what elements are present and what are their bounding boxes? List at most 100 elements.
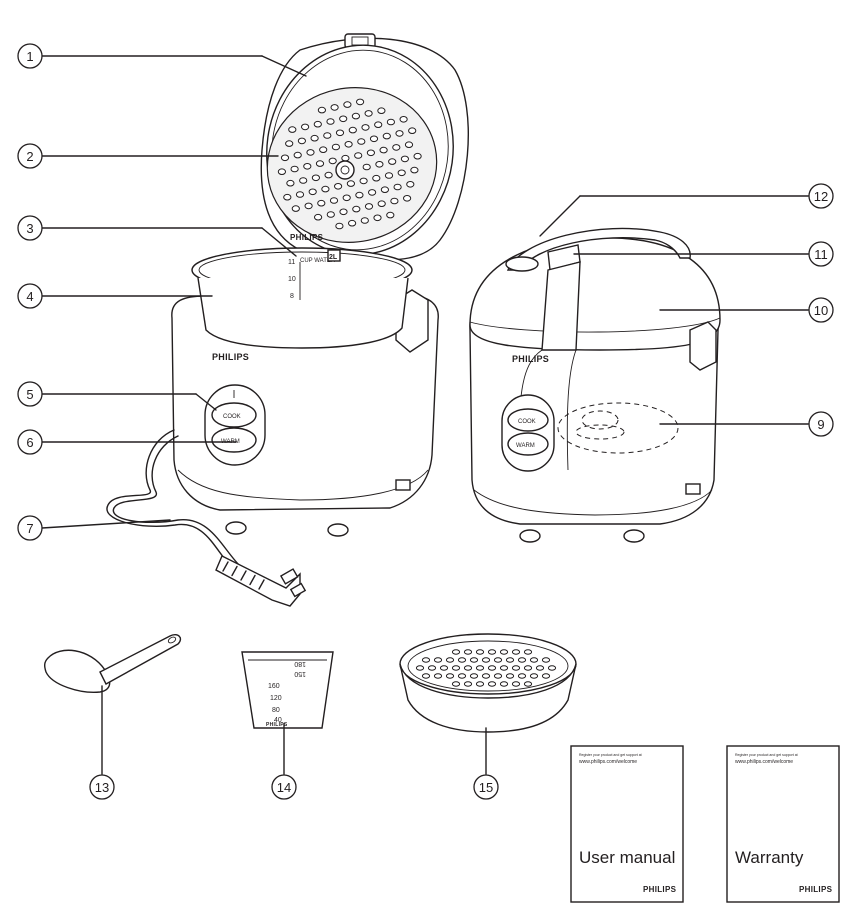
basket-hole	[481, 673, 491, 679]
callout-12-label: 12	[814, 189, 828, 204]
plug-grip-ridge	[249, 574, 256, 586]
outer-lid-rim	[469, 317, 721, 333]
basket-hole	[421, 673, 431, 679]
callout-12: 12	[808, 183, 834, 209]
basket-hole	[541, 657, 551, 663]
lid-hole	[335, 222, 344, 230]
pot-level-11: 11	[288, 259, 295, 266]
cup-body	[241, 651, 334, 729]
user-manual-booklet: Register your product and get support at…	[570, 745, 684, 903]
callout-11-label: 11	[814, 247, 828, 262]
lid-hole	[372, 174, 381, 182]
callout-3-label: 3	[26, 221, 33, 236]
plug-pin-2	[289, 582, 307, 598]
lid-hole	[395, 130, 404, 137]
callout-5: 5	[17, 381, 43, 407]
body-closed-base-line	[473, 489, 713, 516]
lid-hole	[301, 123, 310, 131]
basket-hole	[445, 657, 455, 663]
lid-hole	[280, 154, 290, 162]
warranty-cover	[726, 745, 840, 903]
cup-mark-40: 40	[274, 717, 282, 724]
pot-level-8: 8	[290, 293, 294, 300]
lid-hole	[373, 214, 382, 222]
lid-hole	[314, 213, 323, 221]
lid-hole	[323, 132, 332, 139]
warranty-url: www.philips.com/welcome	[735, 759, 793, 765]
basket-hole	[511, 649, 521, 655]
lid-hole	[384, 172, 394, 179]
basket-hole	[421, 657, 431, 663]
basket-hole	[505, 673, 515, 679]
lid-hole	[335, 129, 345, 137]
basket-hole	[475, 649, 485, 655]
callout-14-label: 14	[277, 780, 291, 795]
cook-button-closed[interactable]	[507, 408, 549, 432]
carry-handle[interactable]	[506, 227, 691, 271]
rice-spatula	[43, 634, 182, 693]
basket-hole	[481, 657, 491, 663]
lid-hole	[357, 138, 366, 145]
lid-hole	[364, 203, 374, 210]
lid-hole	[331, 143, 340, 151]
callout-10: 10	[808, 297, 834, 323]
basket-hole	[487, 649, 497, 655]
callout-13-label: 13	[95, 780, 109, 795]
lid-hole	[297, 137, 306, 145]
lid-hole	[386, 118, 395, 126]
lid-hole	[351, 112, 360, 120]
lid-hole	[362, 163, 371, 171]
lid-hole	[348, 126, 357, 134]
user-manual-tagline: Register your product and get support at	[579, 753, 642, 757]
lid-hole	[382, 132, 391, 140]
body-latch	[395, 479, 411, 491]
pot-level-10: 10	[288, 276, 296, 283]
capacity-badge-box	[327, 249, 341, 262]
inner-lid-holes	[277, 98, 422, 230]
body-handle-closed	[689, 321, 717, 371]
callout-11: 11	[808, 241, 834, 267]
lid-hole	[326, 211, 335, 218]
basket-hole	[523, 681, 533, 687]
lid-hole	[295, 191, 305, 198]
callout-3: 3	[17, 215, 43, 241]
callout-4-label: 4	[26, 289, 33, 304]
plug-grip-ridge	[240, 570, 247, 581]
lid-hole	[283, 193, 292, 201]
power-cord-2	[112, 435, 241, 567]
body-latch-closed	[685, 483, 701, 495]
cook-button-label: COOK	[223, 414, 241, 420]
lid-hole	[410, 166, 419, 174]
basket-hole	[499, 681, 509, 687]
basket-hole	[469, 673, 479, 679]
warm-button-closed[interactable]	[507, 432, 549, 456]
lid-hole	[399, 116, 408, 123]
callout-14: 14	[271, 774, 297, 800]
basket-rim	[399, 633, 577, 695]
lid-hole	[348, 219, 357, 227]
plug-pin-1	[279, 568, 299, 585]
warm-button[interactable]	[211, 427, 257, 453]
foot-right	[327, 523, 349, 537]
lid-hole	[319, 146, 328, 153]
lid-hole	[408, 127, 417, 134]
pot-brand: PHILIPS	[290, 233, 324, 242]
warranty-brand: PHILIPS	[799, 885, 833, 894]
callout-4: 4	[17, 283, 43, 309]
basket-hole	[541, 673, 551, 679]
lid-hole	[334, 183, 343, 190]
callout-15-label: 15	[479, 780, 493, 795]
lid-hole	[393, 183, 402, 191]
spatula-handle	[99, 634, 182, 685]
cook-button-closed-label: COOK	[518, 419, 536, 425]
cup-mark-160: 160	[268, 683, 280, 690]
lid-hole	[328, 157, 337, 165]
lid-hole	[329, 197, 339, 204]
lid-hole	[413, 152, 422, 160]
basket-hole	[517, 673, 527, 679]
measuring-cup: 180 150 160 120 80 40 PHILIPS	[241, 651, 334, 729]
cook-button[interactable]	[211, 402, 257, 428]
lid-gasket-inner	[271, 49, 449, 251]
pot-marking-header: CUP WATER	[300, 258, 336, 264]
